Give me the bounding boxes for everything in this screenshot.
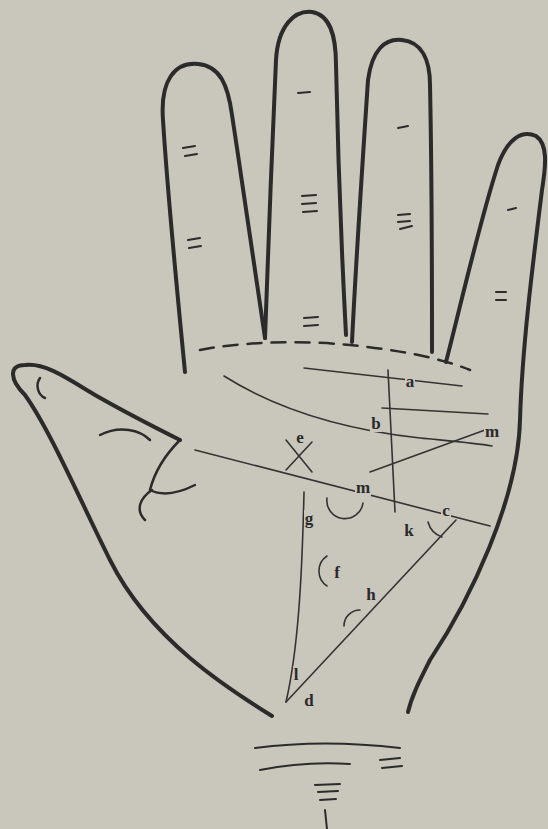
callout-letter: l bbox=[293, 666, 300, 683]
callout-letter: k bbox=[403, 522, 414, 539]
callout-letter: m bbox=[355, 479, 371, 496]
callout-letter: g bbox=[304, 510, 315, 527]
callout-letter: d bbox=[303, 692, 314, 709]
callout-letter: f bbox=[333, 564, 341, 581]
callout-letter: c bbox=[441, 502, 451, 519]
callout-letter: e bbox=[295, 429, 305, 446]
callout-letter: h bbox=[365, 586, 376, 603]
callout-letter: m bbox=[484, 423, 500, 440]
callout-letter: b bbox=[370, 415, 381, 432]
callout-letter: a bbox=[405, 373, 416, 390]
